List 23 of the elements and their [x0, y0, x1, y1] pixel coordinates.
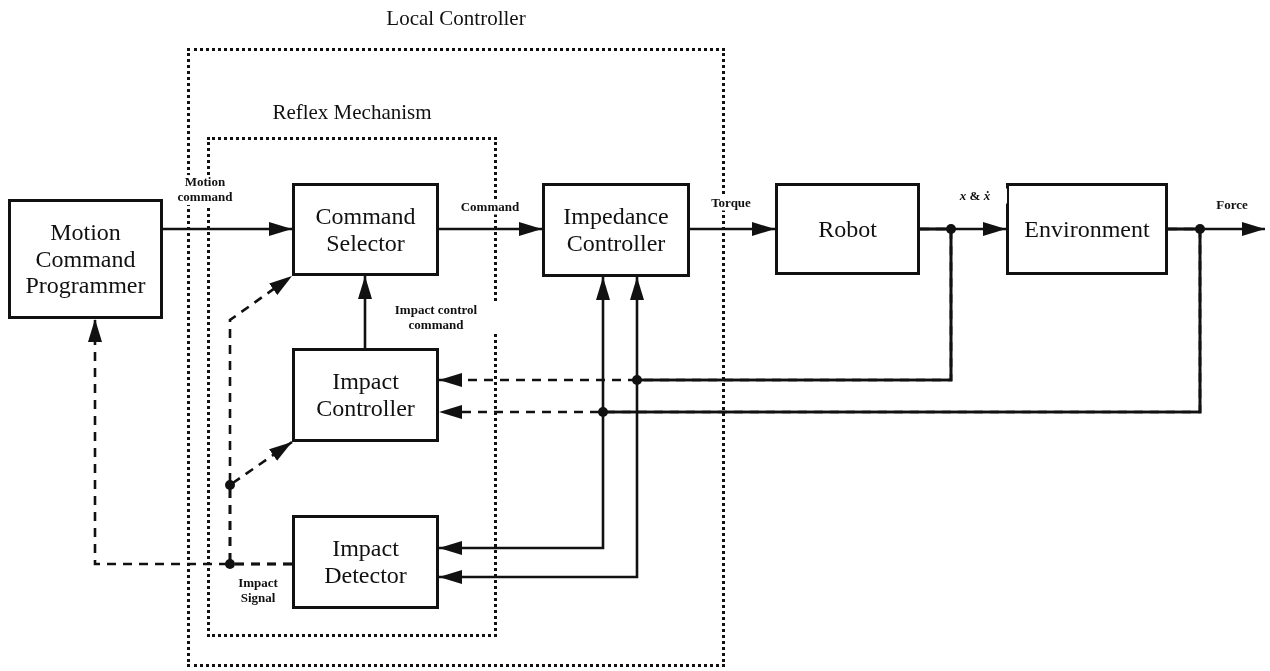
- block-label: Impact Controller: [315, 368, 416, 422]
- arrow: [690, 222, 775, 236]
- arrow: [163, 222, 292, 236]
- region-title: Local Controller: [386, 6, 526, 31]
- block-label: Impedance Controller: [562, 203, 670, 257]
- block-label: Motion Command Programmer: [24, 218, 147, 300]
- block: [292, 183, 439, 276]
- arrow: [439, 222, 542, 236]
- dashed-arrow: [228, 274, 293, 566]
- block: [8, 199, 163, 319]
- block: [292, 348, 439, 442]
- block-label: Robot: [818, 215, 877, 243]
- arrow: [439, 227, 953, 584]
- block: [292, 515, 439, 609]
- block-label: Impact Detector: [323, 535, 408, 589]
- arrow: [358, 276, 372, 348]
- block: [775, 183, 920, 275]
- block-label: Command Selector: [314, 202, 417, 257]
- block: [542, 183, 690, 277]
- region-title: Reflex Mechanism: [272, 100, 432, 125]
- block-label: Environment: [1024, 215, 1150, 243]
- block: [1006, 183, 1168, 275]
- arrow: [439, 227, 1202, 555]
